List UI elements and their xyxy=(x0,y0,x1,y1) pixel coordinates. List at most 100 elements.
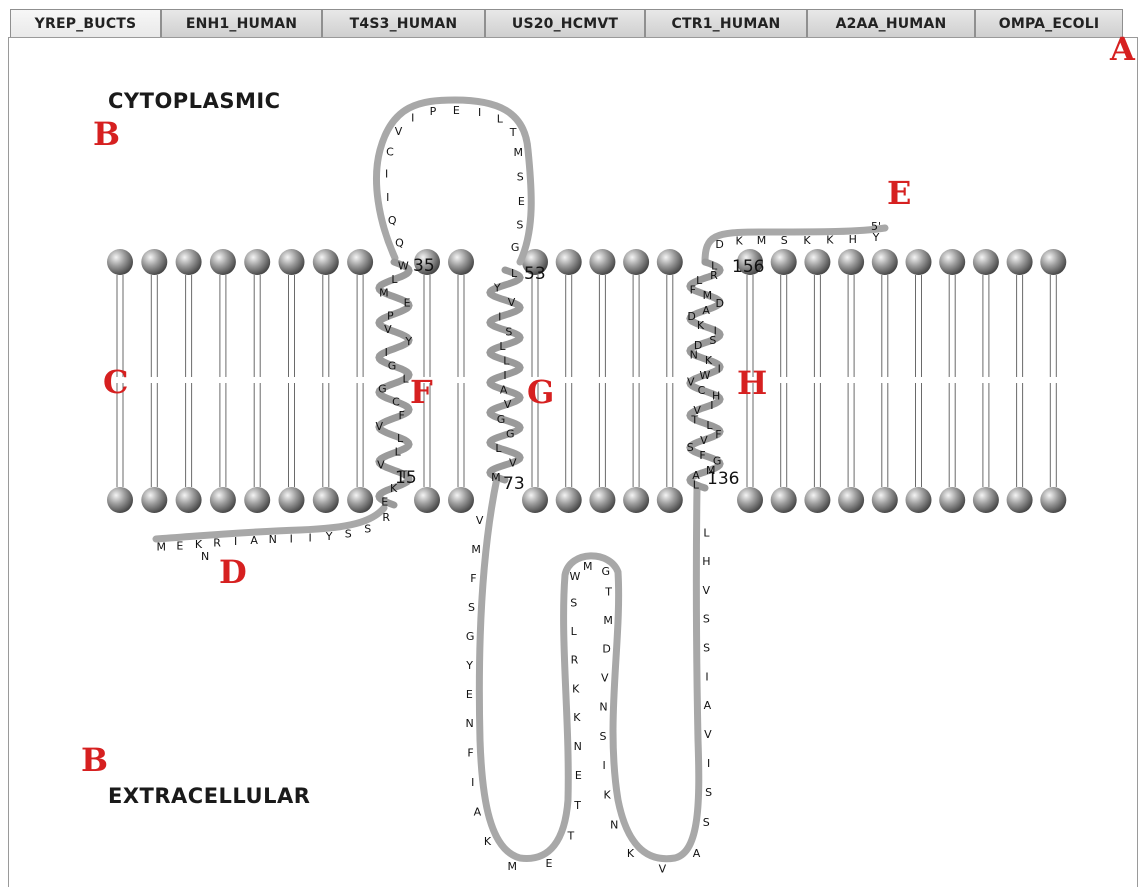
residue-letter: S xyxy=(703,816,710,829)
lipid-head xyxy=(313,249,339,275)
lipid-head xyxy=(771,249,797,275)
lipid-head xyxy=(244,249,270,275)
lipid-head xyxy=(279,249,305,275)
residue-letter: E xyxy=(546,857,553,870)
callout-a: A xyxy=(1109,30,1136,68)
residue-letter: H xyxy=(849,233,857,246)
lipid-head xyxy=(872,249,898,275)
extracellular-label: EXTRACELLULAR xyxy=(108,784,310,808)
residue-letter: I xyxy=(385,346,388,359)
residue-letter: Y xyxy=(493,282,501,295)
residue-letter: C xyxy=(698,384,706,397)
residue-letter: I xyxy=(385,168,388,181)
residue-letter: S xyxy=(468,601,475,614)
lipid-head xyxy=(522,487,548,513)
callout-b-bottom: B xyxy=(81,741,108,779)
residue-letter: E xyxy=(466,688,473,701)
residue-letter: C xyxy=(392,396,400,409)
residue-letter: A xyxy=(704,699,712,712)
residue-letter: I xyxy=(705,670,708,683)
residue-letter: Y xyxy=(465,659,473,672)
lipid-head xyxy=(838,249,864,275)
residue-letter: N xyxy=(610,819,618,832)
tm3-end-position: 156 xyxy=(732,257,764,277)
residue-letter: F xyxy=(467,746,473,759)
callout-b-top: B xyxy=(93,115,120,153)
residue-letter: K xyxy=(697,319,705,332)
lipid-bilayer xyxy=(107,249,1066,513)
residue-letter: L xyxy=(571,625,578,638)
lipid-head xyxy=(1007,249,1033,275)
callout-e: E xyxy=(887,174,911,212)
residue-letter: M xyxy=(603,614,613,627)
residue-letter: G xyxy=(378,382,387,395)
lipid-head xyxy=(737,487,763,513)
residue-letter: S xyxy=(687,441,694,454)
lipid-head xyxy=(556,249,582,275)
lipid-head xyxy=(872,487,898,513)
residue-letter: C xyxy=(386,145,394,158)
callout-h: H xyxy=(737,364,767,402)
lipid-head xyxy=(279,487,305,513)
extracellular-loop-path xyxy=(479,478,698,859)
lipid-head xyxy=(623,249,649,275)
lipid-head xyxy=(906,487,932,513)
residue-letter: I xyxy=(290,532,293,545)
residue-letter: I xyxy=(710,399,713,412)
residue-letter: R xyxy=(213,537,221,550)
lipid-head xyxy=(804,249,830,275)
residue-letter: V xyxy=(700,434,708,447)
residue-letter: I xyxy=(503,369,506,382)
lipid-head xyxy=(906,249,932,275)
callout-letters: A B B C D E F G H xyxy=(81,30,1136,779)
residue-letter: V xyxy=(601,672,609,685)
residue-letter: E xyxy=(575,769,582,782)
residue-letter: F xyxy=(470,572,476,585)
residue-letter: Q xyxy=(388,214,397,227)
residue-letter: I xyxy=(602,759,605,772)
residue-letter: S xyxy=(517,171,524,184)
residue-letter: R xyxy=(382,511,390,524)
residue-letter: V xyxy=(376,420,384,433)
residue-letter: L xyxy=(497,112,504,125)
residue-letter: V xyxy=(384,323,392,336)
residue-letter: T xyxy=(509,126,517,139)
residue-letter: W xyxy=(398,260,409,273)
residue-letter: D xyxy=(687,310,695,323)
residue-letter: E xyxy=(404,297,411,310)
tm1-start-position: 15 xyxy=(395,468,417,488)
residue-letter: M xyxy=(471,543,481,556)
residue-letter: M xyxy=(379,287,389,300)
residue-letter: M xyxy=(156,541,166,554)
residue-letter: S xyxy=(505,325,512,338)
residue-letter: S xyxy=(600,730,607,743)
residue-letter: F xyxy=(690,283,696,296)
lipid-head xyxy=(107,487,133,513)
tm2-end-position: 73 xyxy=(503,474,525,494)
residue-letter: T xyxy=(690,414,698,427)
lipid-head xyxy=(657,487,683,513)
lipid-head xyxy=(1040,249,1066,275)
residue-letter: K xyxy=(735,234,743,247)
lipid-head xyxy=(657,249,683,275)
residue-letter: I xyxy=(411,111,414,124)
lipid-head xyxy=(176,249,202,275)
residue-letter: F xyxy=(715,428,721,441)
residue-letter: V xyxy=(687,376,695,389)
tm1-end-position: 35 xyxy=(413,256,435,276)
residue-letter: I xyxy=(471,776,474,789)
residue-letter: M xyxy=(508,860,518,873)
lipid-head xyxy=(1007,487,1033,513)
lipid-head xyxy=(313,487,339,513)
residue-letter: G xyxy=(497,413,506,426)
lipid-head xyxy=(210,487,236,513)
residue-letter: R xyxy=(710,269,718,282)
lipid-head xyxy=(107,249,133,275)
residue-letter: M xyxy=(583,560,593,573)
residue-letter: E xyxy=(518,195,525,208)
residue-letter: N xyxy=(599,701,607,714)
c-terminus-label: 5' xyxy=(871,220,881,233)
lipid-head xyxy=(141,249,167,275)
residue-letter: S xyxy=(570,596,577,609)
tm3-start-position: 136 xyxy=(707,469,739,489)
